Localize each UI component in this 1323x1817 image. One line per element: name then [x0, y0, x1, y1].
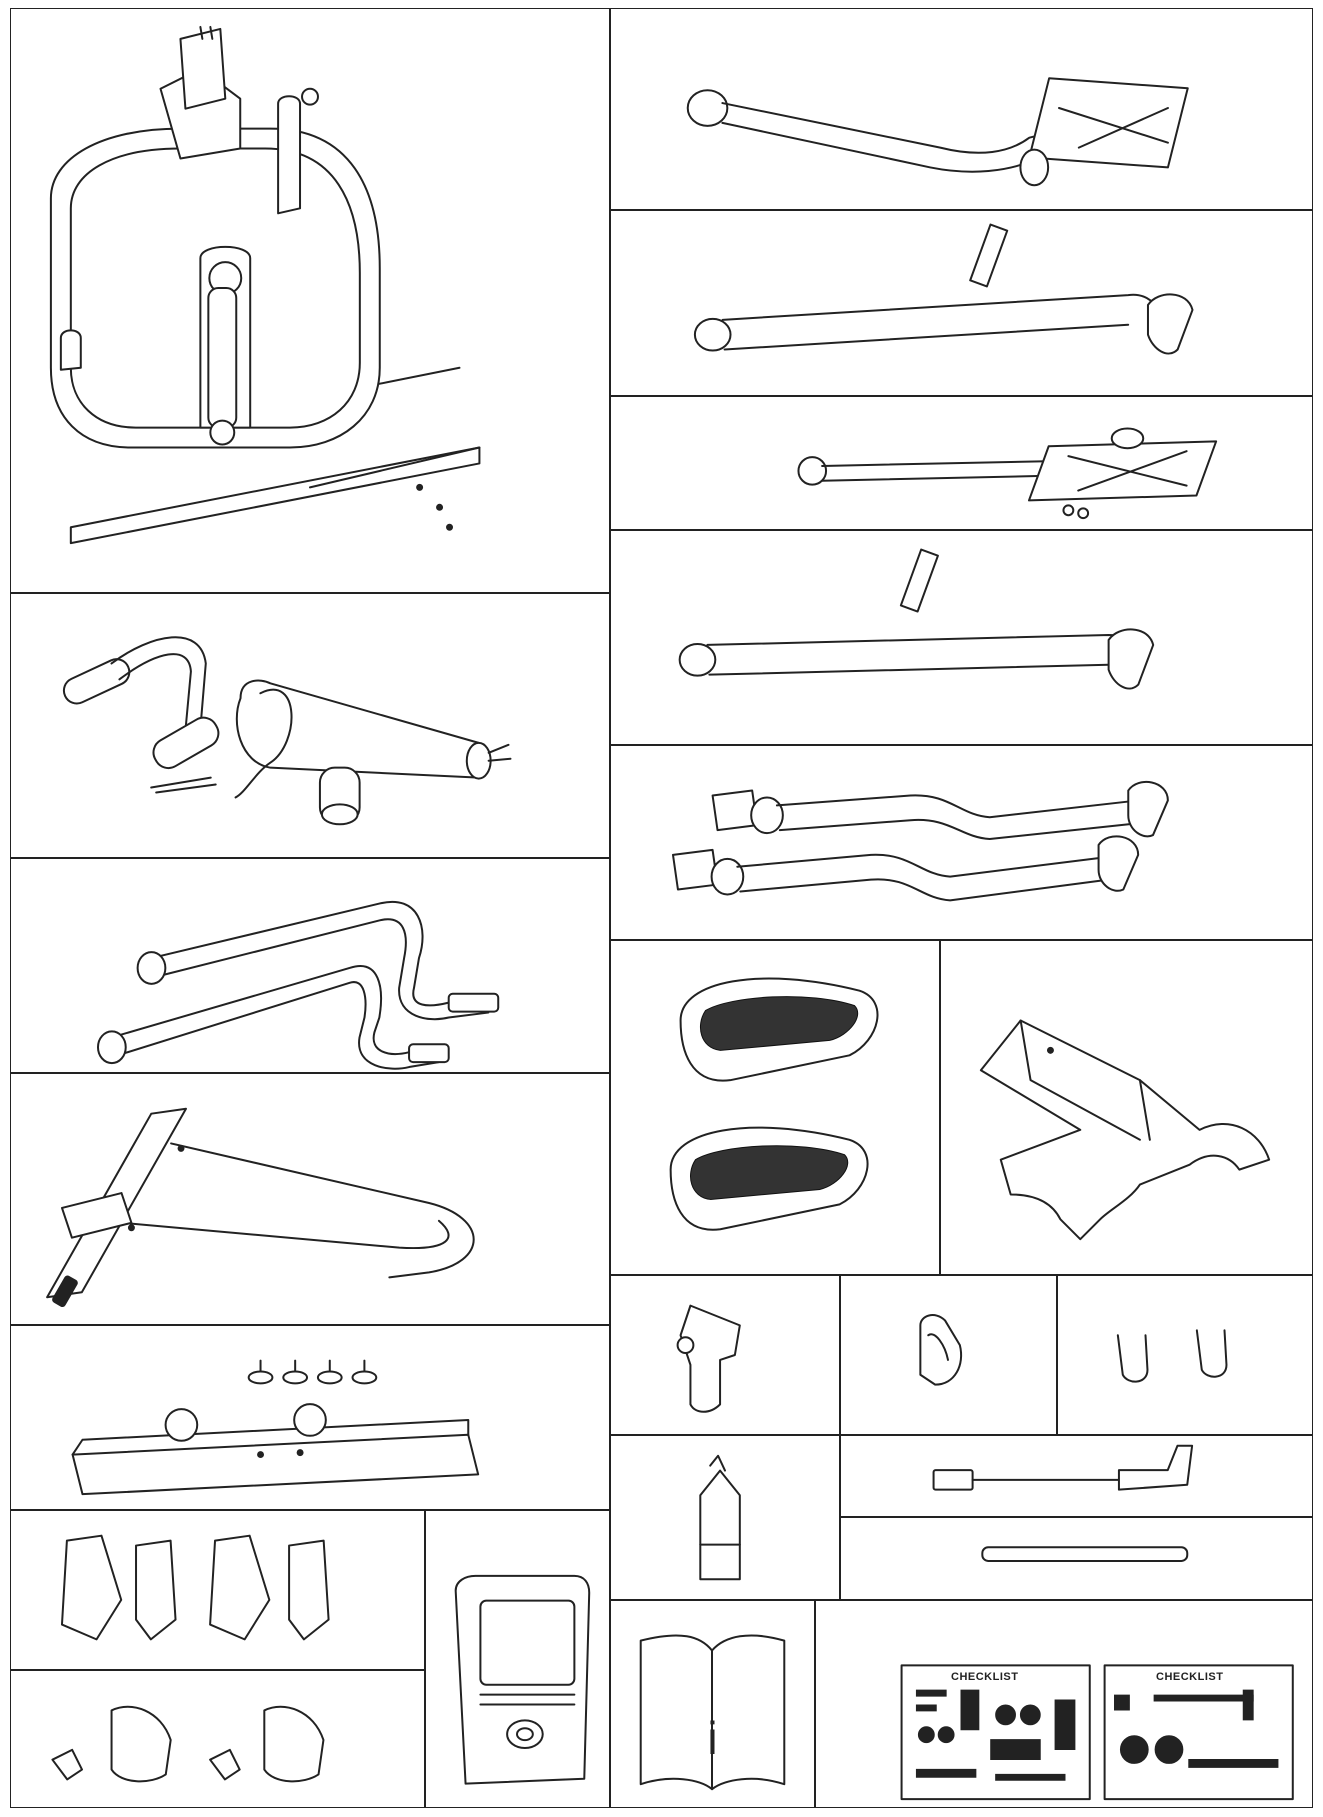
part-console — [425, 1510, 610, 1808]
mast-cover-drawing — [941, 941, 1312, 1274]
part-right-pedal-arm — [610, 8, 1313, 210]
part-lower-handlebars — [10, 858, 610, 1073]
part-instruction-manual: i — [610, 1600, 815, 1808]
wheel-cap-drawing — [841, 1276, 1056, 1434]
lower-handlebars-drawing — [11, 859, 609, 1072]
arm-covers-upper-drawing — [11, 1511, 424, 1669]
axle-rod-drawing — [841, 1518, 1312, 1599]
checklist-sheet-1-title: CHECKLIST — [951, 1671, 1019, 1683]
part-wheel-cap — [840, 1275, 1057, 1435]
main-frame-drawing — [11, 9, 609, 592]
right-pedal-arm-drawing — [611, 9, 1312, 209]
part-pedal-covers — [610, 940, 940, 1275]
front-stabilizer-drawing — [11, 1074, 609, 1324]
manual-book-drawing — [611, 1601, 814, 1807]
part-oil-bottle — [610, 1435, 840, 1600]
part-console-mast — [10, 593, 610, 858]
part-hardware-checklists: CHECKLIST CHECKLIST — [815, 1600, 1313, 1808]
part-lower-covers — [10, 1670, 425, 1808]
checklist-sheets-drawing — [816, 1601, 1312, 1807]
part-swing-arm-pair — [610, 745, 1313, 940]
console-mast-drawing — [11, 594, 609, 857]
part-pivot-bracket — [610, 1275, 840, 1435]
right-swing-link-drawing — [611, 211, 1312, 395]
manual-info-glyph: i — [707, 1712, 718, 1764]
pivot-bracket-drawing — [611, 1276, 839, 1434]
part-right-swing-link — [610, 210, 1313, 396]
swing-arm-pair-drawing — [611, 746, 1312, 939]
console-drawing — [426, 1511, 609, 1807]
part-main-frame — [10, 8, 610, 593]
part-power-cord — [840, 1435, 1313, 1517]
part-rear-stabilizer — [10, 1325, 610, 1510]
part-left-swing-link — [610, 530, 1313, 745]
part-mast-cover — [940, 940, 1313, 1275]
pedal-covers-drawing — [611, 941, 939, 1274]
part-left-pedal-arm — [610, 396, 1313, 530]
left-pedal-arm-drawing — [611, 397, 1312, 529]
oil-bottle-drawing — [611, 1436, 839, 1599]
part-u-clips — [1057, 1275, 1313, 1435]
u-clips-drawing — [1058, 1276, 1312, 1434]
part-front-stabilizer — [10, 1073, 610, 1325]
lower-covers-drawing — [11, 1671, 424, 1807]
part-arm-covers-upper — [10, 1510, 425, 1670]
part-axle-rod — [840, 1517, 1313, 1600]
left-swing-link-drawing — [611, 531, 1312, 744]
checklist-sheet-2-title: CHECKLIST — [1156, 1671, 1224, 1683]
power-cord-drawing — [841, 1436, 1312, 1516]
rear-stabilizer-drawing — [11, 1326, 609, 1509]
